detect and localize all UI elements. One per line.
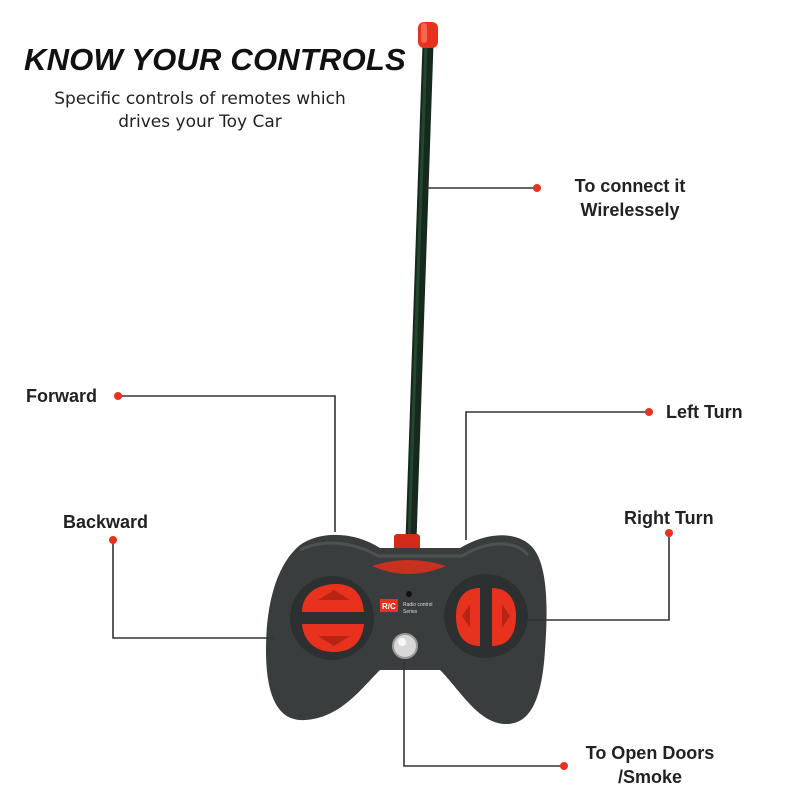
label-wireless: To connect it Wirelessely [560,174,700,222]
doors-smoke-button[interactable] [392,633,418,659]
callout-right-turn-line [528,534,670,621]
led-indicator [406,591,412,597]
callout-forward-line [118,395,336,532]
badge-line-1: Radio control [403,602,432,608]
callout-left-turn-line [465,411,648,540]
label-left-turn: Left Turn [666,402,743,422]
dot-left-turn [645,408,653,416]
label-wireless-line-2: Wirelessely [580,200,680,220]
dot-doors [560,762,568,770]
dot-right-turn [665,529,673,537]
badge-line-2: Series [403,609,418,615]
rc-badge: R/C Radio control Series [380,599,432,615]
callout-backward-line [112,540,274,639]
dot-backward [109,536,117,544]
label-right-turn: Right Turn [624,508,714,528]
dot-forward [114,392,122,400]
label-doors-smoke: To Open Doors /Smoke [570,741,730,789]
callout-doors-line [403,662,562,767]
callout-lines [112,187,670,767]
label-doors-line-1: To Open Doors [585,743,715,763]
callout-dots [109,184,673,770]
label-forward: Forward [26,386,98,406]
dot-wireless [533,184,541,192]
subtitle-line-2: drives your Toy Car [118,112,282,132]
label-wireless-line-1: To connect it [574,176,686,196]
subtitle-line-1: Specific controls of remotes which [54,89,346,109]
label-doors-line-2: /Smoke [617,767,683,787]
page-title: KNOW YOUR CONTROLS [24,42,406,77]
page-subtitle: Specific controls of remotes which drive… [20,88,380,134]
svg-text:R/C: R/C [382,602,396,611]
label-backward: Backward [63,512,149,532]
antenna [405,22,438,546]
